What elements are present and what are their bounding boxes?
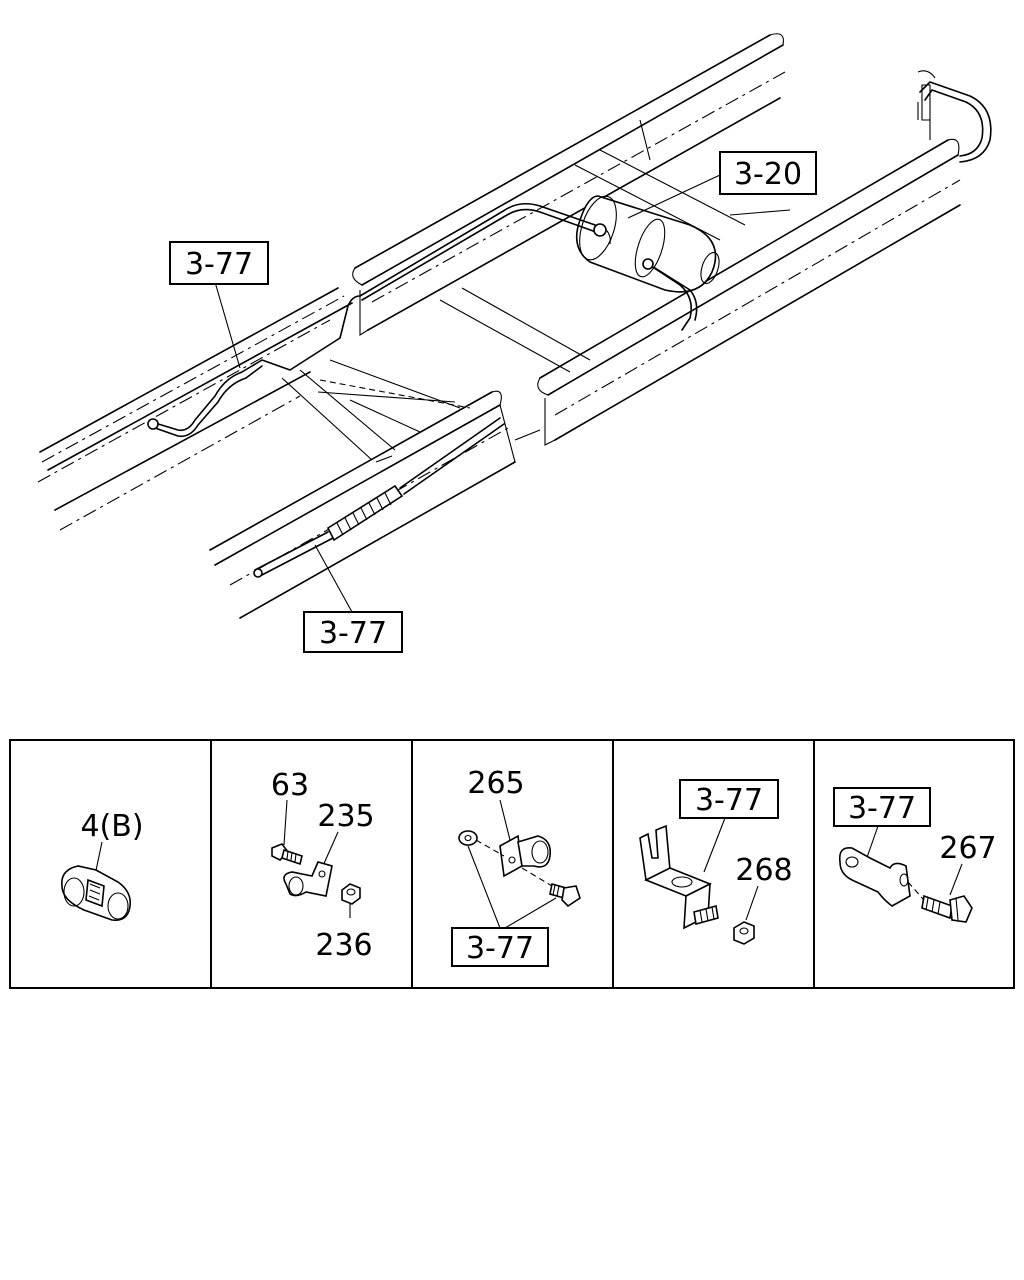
bolt-screw bbox=[549, 882, 581, 908]
bolt-267 bbox=[921, 894, 973, 923]
bracket-265 bbox=[499, 834, 552, 878]
label-236: 236 bbox=[315, 928, 372, 963]
label-3-77-panel5: 3-77 bbox=[848, 791, 916, 826]
callout-3-77-lower: 3-77 bbox=[303, 611, 403, 653]
panel-bracket-63-235-236: 63 235 236 bbox=[271, 768, 375, 963]
clamp-235 bbox=[283, 861, 333, 897]
air-tank bbox=[575, 195, 720, 293]
panel-bracket-267: 3-77 267 bbox=[833, 787, 997, 923]
label-265: 265 bbox=[467, 766, 524, 801]
nut-washer bbox=[458, 830, 478, 846]
label-3-77-panel4: 3-77 bbox=[695, 783, 763, 818]
bolt-part bbox=[693, 904, 719, 926]
label-4b: 4(B) bbox=[80, 809, 143, 844]
panel-bracket-265: 265 3-77 bbox=[451, 766, 581, 967]
panel-clip-4b: 4(B) bbox=[61, 809, 144, 922]
flexible-hose bbox=[253, 417, 505, 578]
callout-3-20-text: 3-20 bbox=[734, 157, 802, 192]
label-235: 235 bbox=[317, 799, 374, 834]
callout-3-77-upper: 3-77 bbox=[169, 241, 269, 285]
callout-3-20: 3-20 bbox=[719, 151, 817, 195]
callout-3-77-upper-text: 3-77 bbox=[185, 247, 253, 282]
flat-bracket bbox=[838, 846, 911, 907]
bolt-63 bbox=[271, 843, 303, 866]
label-63: 63 bbox=[271, 768, 309, 803]
callout-3-77-lower-text: 3-77 bbox=[319, 616, 387, 651]
label-267: 267 bbox=[939, 831, 996, 866]
clip-part bbox=[61, 865, 132, 922]
nut-268 bbox=[733, 921, 755, 945]
label-268: 268 bbox=[735, 853, 792, 888]
panel-bracket-268: 3-77 268 bbox=[639, 779, 793, 945]
chassis-frame-illustration bbox=[37, 33, 992, 619]
nut-236 bbox=[341, 883, 361, 905]
parts-table: 4(B) 63 235 236 bbox=[9, 739, 1015, 989]
label-3-77-panel3: 3-77 bbox=[466, 931, 534, 966]
